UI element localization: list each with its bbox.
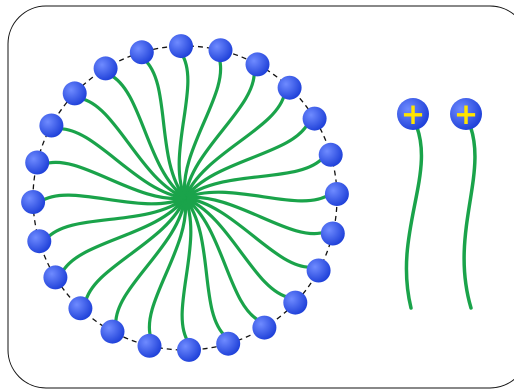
micelle-head (307, 259, 331, 283)
micelle-head (278, 76, 302, 100)
positive-charge-symbol: + (401, 97, 425, 131)
micelle-head (94, 56, 118, 80)
micelle-head (209, 38, 233, 62)
micelle-head (321, 222, 345, 246)
micelle-head (283, 291, 307, 315)
micelle-head (303, 107, 327, 131)
micelle-head (21, 190, 45, 214)
micelle-head (101, 320, 125, 344)
micelle-head (27, 229, 51, 253)
micelle-head (177, 338, 201, 362)
micelle-head (68, 296, 92, 320)
micelle-head (138, 334, 162, 358)
micelle-head (169, 34, 193, 58)
micelle-head (43, 265, 67, 289)
micelle-head (130, 40, 154, 64)
micelle-head (325, 182, 349, 206)
micelle-head (25, 151, 49, 175)
micelle-head (39, 114, 63, 138)
micelle-head (246, 52, 270, 76)
micelle-head (216, 332, 240, 356)
micelle-head (63, 81, 87, 105)
micelle-head (319, 143, 343, 167)
micelle-head (252, 316, 276, 340)
positive-charge-symbol: + (454, 97, 478, 131)
